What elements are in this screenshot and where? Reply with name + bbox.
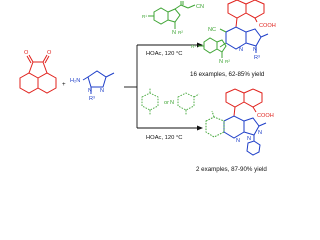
top-product-indole-n-label: N xyxy=(219,59,223,65)
bottom-product-structure xyxy=(205,88,267,156)
top-product-r2-label: R² xyxy=(225,59,230,64)
plus-sign: + xyxy=(62,81,66,88)
reagent-n-label: N xyxy=(170,100,174,106)
scheme-svg: O O + H₂N N N R³ R¹ N R² CN HOAc, 120 °C xyxy=(19,0,276,173)
nitrile-label: CN xyxy=(196,4,204,10)
top-product-r1-label: R¹ xyxy=(191,44,196,49)
reaction-fork xyxy=(124,44,197,129)
top-product-pyridine-n-label: N xyxy=(239,47,243,53)
acenaphthenequinone-structure xyxy=(19,54,57,94)
top-product-cooh-label: COOH xyxy=(259,23,276,29)
indole-n-label: N xyxy=(172,30,176,36)
bottom-product-pyrazole-n1-label: N xyxy=(247,136,251,142)
or-label: or xyxy=(164,100,169,106)
top-product-r3-label: R³ xyxy=(254,55,260,61)
top-product-nc-label: NC xyxy=(208,27,216,33)
oxygen-1-label: O xyxy=(24,50,29,56)
carbonyl-oxygen-labels: O O xyxy=(24,50,52,56)
indole-r2-label: R² xyxy=(178,30,183,35)
bottom-result-text: 2 examples, 87-90% yield xyxy=(196,166,267,173)
amine-label: H₂N xyxy=(70,78,80,84)
r3-label: R³ xyxy=(89,96,95,102)
indole-reagent-structure xyxy=(148,1,196,29)
bottom-product-pyrazole-n2-label: N xyxy=(258,130,262,136)
bottom-conditions: HOAc, 120 °C xyxy=(146,135,182,141)
pyrazole-n-label-a: N xyxy=(100,88,104,94)
aminopyrazole-structure xyxy=(82,70,115,94)
bottom-arrow-head xyxy=(197,125,203,131)
bottom-product-cooh-label: COOH xyxy=(257,113,274,119)
top-product-pyrazole-n-label: N xyxy=(253,47,257,53)
top-product-structure xyxy=(198,0,269,58)
indole-r1-label: R¹ xyxy=(142,14,147,19)
reaction-scheme: O O + H₂N N N R³ R¹ N R² CN HOAc, 120 °C xyxy=(19,0,276,173)
top-result-text: 16 examples, 62-85% yield xyxy=(190,71,265,78)
top-arrow-head xyxy=(197,42,203,48)
top-conditions: HOAc, 120 °C xyxy=(146,51,182,57)
bottom-product-pyridine-n-label: N xyxy=(236,138,240,144)
cyclic-diketone-reagents xyxy=(141,88,200,115)
oxygen-2-label: O xyxy=(47,50,52,56)
pyrazole-n-label-b: N xyxy=(88,88,92,94)
